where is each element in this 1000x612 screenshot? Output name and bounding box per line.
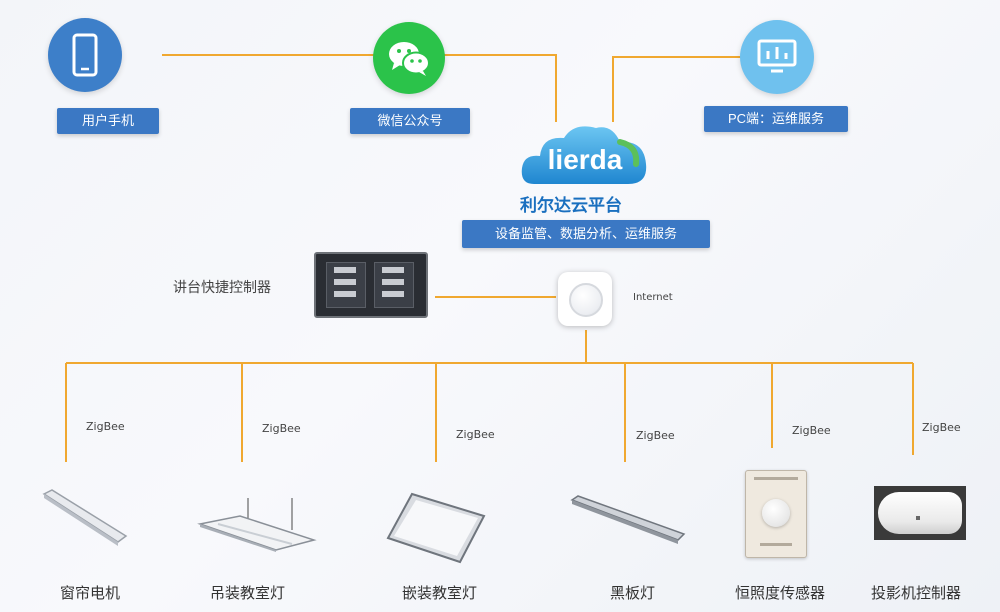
protocol-label-2: ZigBee [262,422,301,435]
sensor-header [754,477,798,480]
phone-tag: 用户手机 [57,108,159,134]
protocol-label-5: ZigBee [792,424,831,437]
blackboard-light-device[interactable] [566,494,688,546]
smartphone-icon [72,33,98,77]
panel-keys [334,267,356,297]
cloud-name: 利尔达云平台 [520,196,622,216]
projector-port [916,516,920,520]
protocol-label-1: ZigBee [86,420,125,433]
wechat-tag: 微信公众号 [350,108,470,134]
recessed-panel-light-device[interactable] [384,490,488,566]
protocol-label-3: ZigBee [456,428,495,441]
sensor-footer [760,543,792,546]
illuminance-sensor-device[interactable] [745,470,807,558]
phone-circle[interactable] [48,18,122,92]
gateway-device[interactable] [558,272,612,326]
device-label-2: 吊装教室灯 [210,584,286,602]
device-label-6: 投影机控制器 [871,584,962,602]
pc-circle[interactable] [740,20,814,94]
sensor-dome [762,499,790,527]
gateway-label: Internet [633,292,673,303]
wechat-circle[interactable] [373,22,445,94]
curtain-motor-device[interactable] [40,488,130,548]
device-label-4: 黑板灯 [610,584,656,602]
monitor-icon [757,39,797,73]
device-label-5: 恒照度传感器 [735,584,826,602]
pc-cloud-line [612,56,742,122]
panel-label: 讲台快捷控制器 [173,280,271,296]
panel-pad-right [374,262,414,308]
pendant-light-device[interactable] [196,496,318,552]
panel-keys-right [382,267,404,297]
protocol-label-6: ZigBee [922,421,961,434]
cloud-services-tag: 设备监管、数据分析、运维服务 [462,220,710,248]
gateway-indicator [569,283,603,317]
cloud-logo: lierda [520,120,650,192]
wechat-icon [389,42,430,76]
podium-controller-panel[interactable] [314,252,428,318]
protocol-label-4: ZigBee [636,429,675,442]
cloud-brand: lierda [547,144,623,175]
cloud-icon [521,126,647,184]
device-label-1: 窗帘电机 [60,584,121,602]
device-label-3: 嵌装教室灯 [402,584,478,602]
projector-controller-device[interactable] [874,486,966,540]
pc-tag: PC端：运维服务 [704,106,848,132]
wechat-cloud-line [443,54,557,122]
projector-body [878,492,962,534]
